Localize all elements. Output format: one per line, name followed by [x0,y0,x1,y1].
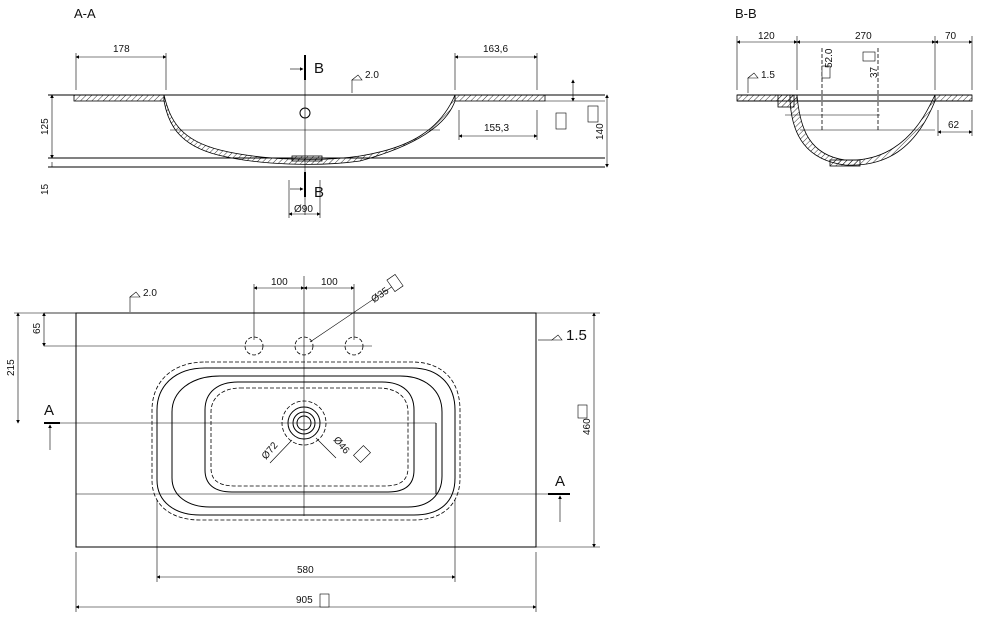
plan-dim-580: 580 [297,565,314,576]
plan-basin-outer [156,367,456,516]
bb-dim-37: 37 [869,66,880,78]
plan-tolerance-box-drain [353,445,371,463]
aa-dia-90: Ø90 [294,204,313,215]
aa-cut-b-bottom: B [314,184,324,201]
plan-basin-floor [204,381,415,493]
section-aa-title: A-A [74,6,96,21]
bb-tolerance-box-2 [862,51,876,62]
plan-dim-100-right: 100 [321,277,338,288]
bb-bowl-bottom [829,159,861,167]
plan-dia-46: Ø46 [331,435,352,457]
plan-view: 100 100 Ø35 2.0 1.5 65 215 460 580 [6,273,600,612]
plan-dim-100-left: 100 [271,277,288,288]
bb-dim-62: 62 [948,120,960,131]
bb-slope: 1.5 [761,70,775,81]
bb-bowl-shell [789,94,936,166]
aa-dim-178: 178 [113,44,130,55]
aa-dim-163-6: 163,6 [483,44,508,55]
aa-bowl-shell [163,94,456,165]
bb-rim-right [934,94,973,102]
aa-cut-b-top: B [314,60,324,77]
plan-dim-65: 65 [32,322,43,334]
bb-dim-120: 120 [758,31,775,42]
plan-basin-outer-dashed [151,361,461,521]
section-bb-title: B-B [735,6,757,21]
section-aa-view: A-A 178 163,6 155,3 2.0 [40,6,609,218]
plan-outline [75,312,537,548]
bb-dim-70: 70 [945,31,957,42]
plan-dim-905: 905 [296,595,313,606]
plan-basin-inner [171,375,443,508]
plan-slope-top: 2.0 [143,288,157,299]
plan-cut-a-right: A [555,473,565,490]
plan-tolerance-box-905 [319,593,330,608]
aa-dim-140: 140 [595,123,606,140]
aa-rim-left [73,94,165,102]
aa-dim-155-3: 155,3 [484,123,509,134]
plan-dia-72: Ø72 [260,440,281,462]
aa-dim-15: 15 [40,183,51,195]
bb-tolerance-box-1 [821,65,831,79]
plan-cut-a-left: A [44,402,54,419]
plan-dia-35: Ø35 [369,285,391,305]
aa-tolerance-box-2 [587,105,599,123]
plan-basin-floor-dashed [210,387,409,487]
bb-dim-270: 270 [855,31,872,42]
aa-tolerance-box-1 [555,112,567,130]
bb-dim-52-0: 52.0 [824,48,835,68]
aa-slope: 2.0 [365,70,379,81]
plan-dim-460: 460 [582,418,593,435]
section-bb-view: B-B 120 270 70 1.5 52.0 37 [735,6,973,167]
plan-dim-215: 215 [6,359,17,376]
plan-tolerance-box-460 [577,404,588,419]
aa-rim-right [454,94,546,102]
plan-slope-right: 1.5 [566,327,587,344]
plan-tolerance-box-1 [386,273,404,293]
aa-dim-125: 125 [40,118,51,135]
